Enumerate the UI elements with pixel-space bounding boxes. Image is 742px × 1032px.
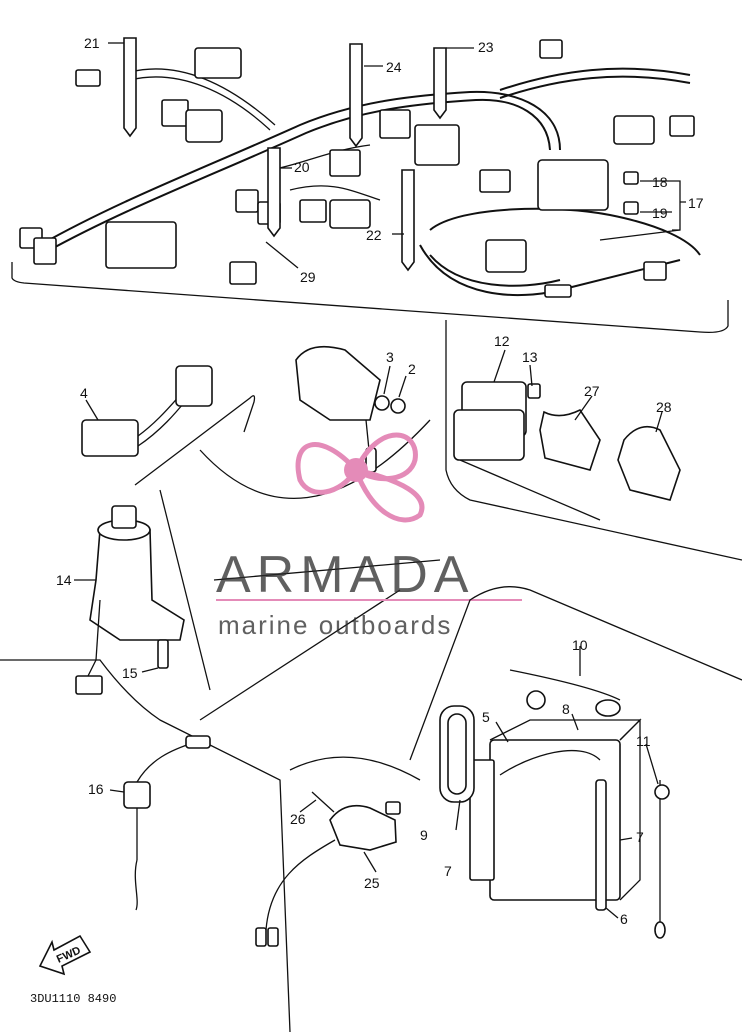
callout-9: 9 [420,827,428,843]
propeller-hub [344,458,368,482]
callout-7-bottom: 7 [444,863,452,879]
callout-6: 6 [620,911,628,927]
callout-17: 17 [688,195,704,211]
fwd-arrow: FWD [38,934,92,976]
callout-4: 4 [80,385,88,401]
callout-22: 22 [366,227,382,243]
callout-16: 16 [88,781,104,797]
callout-29: 29 [300,269,316,285]
middle-section [81,320,742,691]
callout-2: 2 [408,361,416,377]
propeller-blade [352,466,425,523]
callout-labels: 21 24 23 20 18 17 19 22 29 12 13 3 2 4 2… [56,35,704,927]
callout-21: 21 [84,35,100,51]
wire-harness-panel [11,37,729,334]
callout-15: 15 [122,665,138,681]
callout-27: 27 [584,383,600,399]
drawing-code: 3DU1110 8490 [30,992,116,1006]
callout-13: 13 [522,349,538,365]
propeller-blade [295,442,360,495]
callout-20: 20 [294,159,310,175]
callout-3: 3 [386,349,394,365]
neutral-switch-group [0,659,291,1032]
starter-relay-group [255,756,421,947]
watermark-title: ARMADA [216,546,474,604]
armada-watermark: ARMADA marine outboards [216,432,522,640]
watermark-subtitle: marine outboards [218,610,452,640]
callout-28: 28 [656,399,672,415]
callout-11: 11 [636,733,651,749]
battery-group [409,586,742,939]
callout-24: 24 [386,59,402,75]
callout-26: 26 [290,811,306,827]
callout-7-right: 7 [636,829,644,845]
callout-23: 23 [478,39,494,55]
callout-5: 5 [482,709,490,725]
main-switch-group [74,505,441,721]
callout-8: 8 [562,701,570,717]
callout-19: 19 [652,205,668,221]
propeller-logo [295,432,425,523]
callout-12: 12 [494,333,510,349]
callout-10: 10 [572,637,588,653]
callout-18: 18 [652,174,668,190]
callout-14: 14 [56,572,72,588]
callout-25: 25 [364,875,380,891]
